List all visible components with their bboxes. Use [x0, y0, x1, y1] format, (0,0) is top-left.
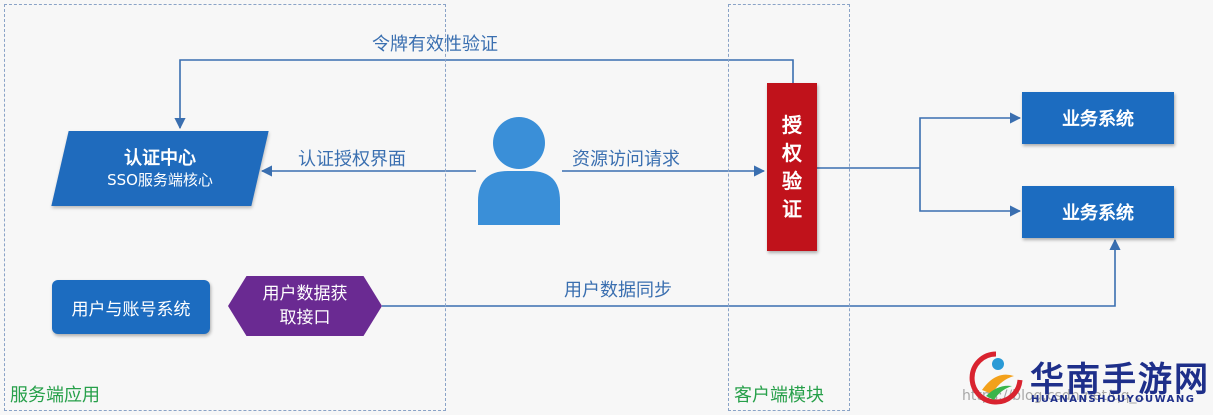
user-data-api-node: 用户数据获 取接口	[228, 276, 382, 336]
user-data-api-line1: 用户数据获	[262, 284, 348, 304]
verify-to-biz2-arrow	[919, 168, 1022, 217]
business-system-1-label: 业务系统	[1062, 109, 1134, 130]
token-validation-arrow	[174, 59, 794, 130]
user-data-sync-label: 用户数据同步	[564, 280, 672, 301]
server-region	[4, 4, 446, 411]
auth-center-subtitle: SSO服务端核心	[107, 170, 213, 189]
auth-interface-label: 认证授权界面	[298, 149, 406, 170]
user-data-sync-arrow	[382, 238, 1121, 307]
business-system-1: 业务系统	[1022, 92, 1174, 144]
user-account-system-label: 用户与账号系统	[71, 299, 191, 320]
auth-verify-node: 授 权 验 证	[767, 83, 817, 251]
token-validation-label: 令牌有效性验证	[372, 34, 498, 55]
business-system-2-label: 业务系统	[1062, 203, 1134, 224]
auth-center-node: 认证中心 SSO服务端核心	[51, 131, 269, 206]
watermark-logo-icon	[969, 351, 1023, 405]
user-icon	[478, 117, 560, 225]
verify-char-4: 证	[782, 197, 802, 221]
resource-request-label: 资源访问请求	[572, 149, 680, 170]
business-system-2: 业务系统	[1022, 186, 1174, 238]
verify-to-biz1-arrow	[919, 112, 1022, 168]
watermark-brand-pinyin: HUANANSHOUYOUWANG	[1031, 394, 1196, 405]
user-account-system-node: 用户与账号系统	[52, 280, 210, 334]
user-data-api-line2: 取接口	[279, 308, 331, 328]
auth-center-text: 认证中心 SSO服务端核心	[60, 131, 260, 206]
watermark-brand: 华南手游网	[1030, 360, 1210, 400]
verify-char-2: 权	[782, 141, 802, 165]
server-region-label: 服务端应用	[10, 385, 100, 406]
auth-center-title: 认证中心	[124, 147, 196, 169]
client-region	[728, 4, 850, 411]
verify-char-1: 授	[782, 113, 802, 137]
verify-char-3: 验	[782, 169, 802, 193]
client-region-label: 客户端模块	[734, 385, 824, 406]
